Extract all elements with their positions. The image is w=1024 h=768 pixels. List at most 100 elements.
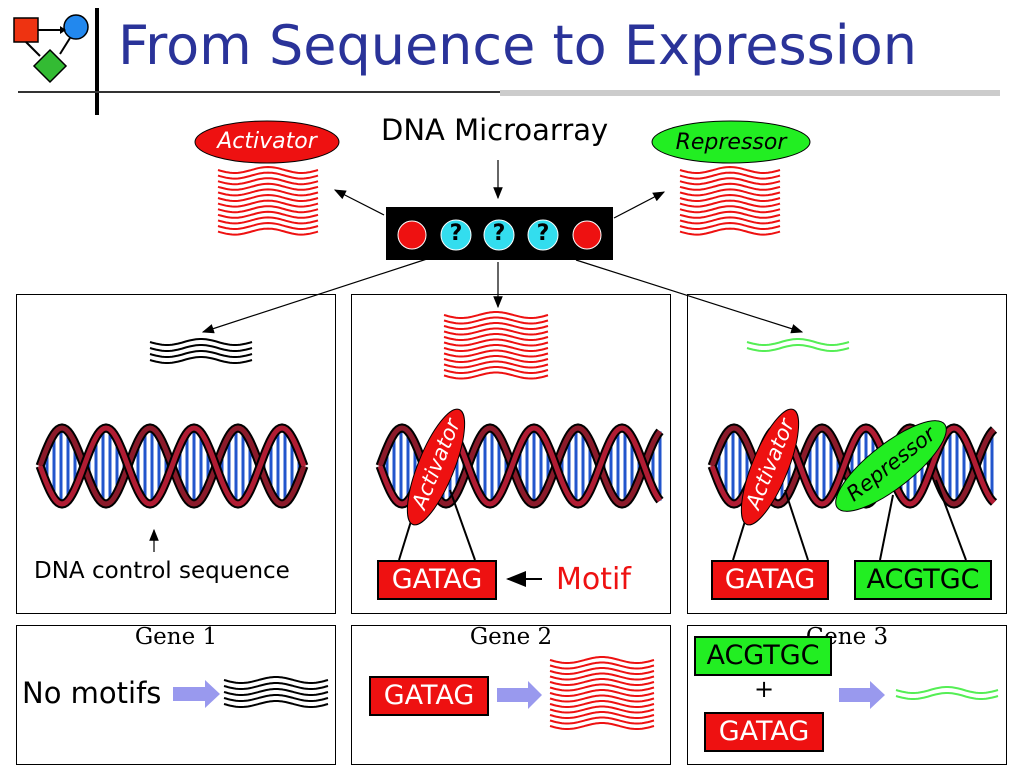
logo-icon xyxy=(13,14,89,84)
activator-leg-right-gene3 xyxy=(784,489,809,561)
mrna-strand xyxy=(443,366,549,374)
repressor-top-label: Repressor xyxy=(675,130,787,155)
mrna-strand xyxy=(679,205,781,214)
plus-sign: + xyxy=(753,675,775,703)
repressor-on-dna-gene3 xyxy=(835,420,947,512)
mrna-strand xyxy=(549,716,655,725)
arrow-chip-to-gene3 xyxy=(575,259,804,334)
microarray-spot-question-1-label: ? xyxy=(449,221,463,246)
mrna-strand xyxy=(549,683,655,692)
mrna-strand xyxy=(443,355,549,363)
mrna-strand xyxy=(549,672,655,681)
mrna-strand xyxy=(679,188,781,197)
motif-gatag-gene2-lower: GATAG xyxy=(369,676,489,716)
mrna-strand xyxy=(895,686,999,694)
activator-ellipse xyxy=(194,120,340,164)
mrna-strand xyxy=(443,327,549,336)
mrna-strand xyxy=(679,227,781,236)
no-motifs-label: No motifs xyxy=(22,676,162,710)
arrow-chip-to-gene1 xyxy=(201,257,431,334)
arrow-chip-to-activator xyxy=(333,189,385,216)
mrna-strand xyxy=(217,171,319,180)
mrna-strand xyxy=(223,676,329,684)
mrna-strand xyxy=(549,722,655,730)
mrna-strand xyxy=(549,694,655,703)
dna-strand xyxy=(37,425,307,507)
repressor-leg-right-gene3 xyxy=(935,479,967,561)
mrna-strand xyxy=(443,338,549,347)
mrna-strand xyxy=(679,210,781,219)
mrna-strand xyxy=(443,322,549,330)
mrna-strand xyxy=(217,205,319,214)
mrna-strand xyxy=(549,700,655,708)
mrna-strand xyxy=(223,682,329,690)
header-rule-fade xyxy=(500,90,1000,96)
expression-arrow-gene1 xyxy=(173,680,220,708)
microarray-spot-question-3 xyxy=(527,219,559,251)
repressor-ellipse xyxy=(651,120,811,164)
mrna-strand xyxy=(443,333,549,341)
activator-leg-right-gene2 xyxy=(449,489,476,561)
mrna-strand xyxy=(679,216,781,225)
mrna-strand xyxy=(679,165,781,174)
mrna-strand xyxy=(149,338,253,346)
mrna-strand xyxy=(223,700,329,708)
motif-gatag-gene3: GATAG xyxy=(711,560,829,600)
activator-top-label: Activator xyxy=(217,129,317,154)
mrna-strand xyxy=(443,311,549,319)
microarray-spot-question-2-label: ? xyxy=(492,221,506,246)
gene1-label: Gene 1 xyxy=(134,624,218,650)
mrna-strand xyxy=(217,216,319,225)
microarray-spot-red-right xyxy=(572,220,602,250)
motif-acgtgc-gene3-lower: ACGTGC xyxy=(694,636,832,676)
repressor-leg-left-gene3 xyxy=(879,494,894,561)
motif-acgtgc-gene3: ACGTGC xyxy=(854,560,992,600)
mrna-strand xyxy=(549,656,655,664)
microarray-spot-red-left xyxy=(397,220,427,250)
mrna-strand xyxy=(549,661,655,670)
activator-on-dna-gene3 xyxy=(740,408,800,526)
motif-label: Motif xyxy=(556,562,631,597)
mrna-strand xyxy=(679,221,781,230)
mrna-strand xyxy=(679,171,781,180)
motif-gatag-gene2: GATAG xyxy=(377,560,497,600)
microarray-spot-question-1 xyxy=(440,219,472,251)
mrna-strand xyxy=(746,344,850,352)
control-sequence-label: DNA control sequence xyxy=(34,558,290,584)
mrna-strand xyxy=(549,678,655,686)
microarray-spot-question-3-label: ? xyxy=(536,221,550,246)
mrna-strand xyxy=(443,371,549,380)
gene2-label: Gene 2 xyxy=(469,624,553,650)
mrna-strand xyxy=(223,688,329,696)
mrna-strand xyxy=(217,177,319,186)
mrna-strand xyxy=(679,193,781,202)
mrna-strand xyxy=(549,689,655,697)
mrna-strand xyxy=(679,177,781,186)
page-title: From Sequence to Expression xyxy=(118,14,917,77)
mrna-strand xyxy=(549,705,655,714)
microarray-spot-question-2 xyxy=(483,219,515,251)
mrna-strand xyxy=(679,182,781,191)
mrna-strand xyxy=(149,344,253,352)
mrna-strand xyxy=(217,199,319,208)
mrna-strand xyxy=(149,356,253,364)
mrna-strand xyxy=(549,711,655,719)
mrna-strand xyxy=(443,316,549,325)
motif-gatag-gene3-lower: GATAG xyxy=(704,712,824,752)
activator-on-dna-gene2 xyxy=(406,408,466,526)
mrna-strand xyxy=(149,350,253,358)
mrna-strand xyxy=(746,338,850,346)
mrna-strand xyxy=(217,165,319,174)
expression-arrow-gene2 xyxy=(497,681,542,709)
mrna-strand xyxy=(549,667,655,675)
mrna-strand xyxy=(217,193,319,202)
mrna-strand xyxy=(217,221,319,230)
mrna-strand xyxy=(217,182,319,191)
expression-arrow-gene3 xyxy=(839,681,885,709)
mrna-strand xyxy=(679,199,781,208)
mrna-strand xyxy=(443,349,549,358)
mrna-strand xyxy=(217,188,319,197)
arrow-chip-to-repressor xyxy=(613,191,666,219)
mrna-strand xyxy=(443,360,549,369)
